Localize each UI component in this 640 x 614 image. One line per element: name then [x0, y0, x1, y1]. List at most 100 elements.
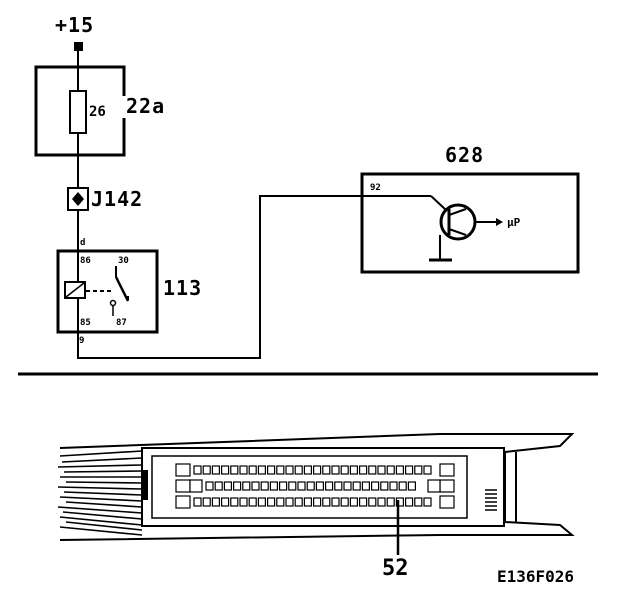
connector-pin	[349, 465, 358, 475]
connector-pin	[193, 497, 202, 507]
fuse-box: 26 22a	[34, 65, 165, 157]
cable-bundle	[57, 450, 143, 536]
connector-pin	[331, 497, 340, 507]
connector-pin	[368, 465, 377, 475]
connector-pin	[359, 465, 368, 475]
connector-pin	[294, 465, 303, 475]
connector-pin	[377, 497, 386, 507]
control-unit-id: 628	[445, 143, 484, 167]
connector-pin	[285, 497, 294, 507]
connector-pin	[230, 465, 239, 475]
connector-pin	[395, 497, 404, 507]
connector-pin	[257, 465, 266, 475]
connector-pin	[313, 465, 322, 475]
connector-pin	[325, 481, 334, 491]
connector-pin	[340, 465, 349, 475]
relay-pin-30: 30	[118, 256, 129, 266]
connector-pin	[377, 465, 386, 475]
connector-pin	[313, 497, 322, 507]
connector-pin	[303, 465, 312, 475]
connector-pin	[230, 497, 239, 507]
connector-j142: J142	[67, 187, 143, 211]
connector-pin	[405, 465, 414, 475]
connector-pin	[221, 465, 230, 475]
connector-pin	[211, 465, 220, 475]
connector-pin	[439, 463, 455, 477]
connector-pin	[297, 481, 306, 491]
connector-pin	[239, 497, 248, 507]
connector-pin	[175, 463, 191, 477]
connector-pin	[331, 465, 340, 475]
connector-pin	[193, 465, 202, 475]
connector-pin	[386, 497, 395, 507]
connector-pin	[214, 481, 223, 491]
connector-pin	[248, 465, 257, 475]
connector-pin	[398, 481, 407, 491]
connector-pin	[414, 465, 423, 475]
connector-pin	[205, 481, 214, 491]
connector-pin	[349, 497, 358, 507]
transistor-icon	[439, 203, 477, 241]
connector-pin	[359, 497, 368, 507]
connector-pin	[439, 495, 455, 509]
ecu-connector-drawing	[57, 433, 575, 541]
figure-code: E136F026	[497, 567, 574, 586]
connector-pin	[276, 497, 285, 507]
connector-pin-grid	[175, 463, 455, 509]
relay-id: 113	[163, 276, 202, 300]
relay-pin-85: 85	[80, 318, 91, 328]
connector-pin	[405, 497, 414, 507]
control-unit-pin-92: 92	[370, 183, 381, 193]
connector-pin	[334, 481, 343, 491]
connector-pin	[306, 481, 315, 491]
ecu-pin-label: 52	[382, 556, 409, 581]
connector-pin	[175, 495, 191, 509]
connector-pin	[279, 481, 288, 491]
connector-pin	[269, 481, 278, 491]
fuse-box-id: 22a	[126, 94, 165, 118]
connector-pin	[189, 479, 203, 493]
signal-wire	[77, 195, 431, 359]
connector-pin	[239, 465, 248, 475]
connector-pin	[389, 481, 398, 491]
control-unit-628: 628 92 µP	[360, 143, 580, 274]
relay-pin-87: 87	[116, 318, 127, 328]
connector-pin	[371, 481, 380, 491]
connector-pin	[423, 465, 432, 475]
connector-pin	[423, 497, 432, 507]
connector-pin	[427, 479, 441, 493]
relay-pin-9: 9	[79, 336, 84, 346]
relay-pin-86: 86	[80, 256, 91, 266]
connector-pin	[202, 465, 211, 475]
connector-pin	[202, 497, 211, 507]
supply-terminal	[74, 42, 83, 51]
connector-pin	[211, 497, 220, 507]
fuse-icon	[69, 90, 87, 134]
connector-pin	[352, 481, 361, 491]
connector-pin	[303, 497, 312, 507]
connector-pin	[233, 481, 242, 491]
connector-pin	[395, 465, 404, 475]
connector-pin	[288, 481, 297, 491]
fuse-rating: 26	[89, 104, 106, 120]
connector-id: J142	[91, 187, 143, 211]
connector-pin	[368, 497, 377, 507]
connector-pin	[361, 481, 370, 491]
connector-pin	[322, 497, 331, 507]
supply-label: +15	[55, 13, 94, 37]
connector-pin	[251, 481, 260, 491]
connector-pin	[343, 481, 352, 491]
connector-pin	[257, 497, 266, 507]
connector-pin	[439, 479, 455, 493]
connector-pin	[294, 497, 303, 507]
connector-pin	[414, 497, 423, 507]
microprocessor-label: µP	[507, 216, 521, 229]
connector-pin	[285, 465, 294, 475]
relay-switch-icon	[114, 276, 130, 302]
connector-pin	[260, 481, 269, 491]
connector-pin	[248, 497, 257, 507]
connector-pin	[315, 481, 324, 491]
relay-113: d 86 30 85 87 113 9	[56, 238, 202, 346]
